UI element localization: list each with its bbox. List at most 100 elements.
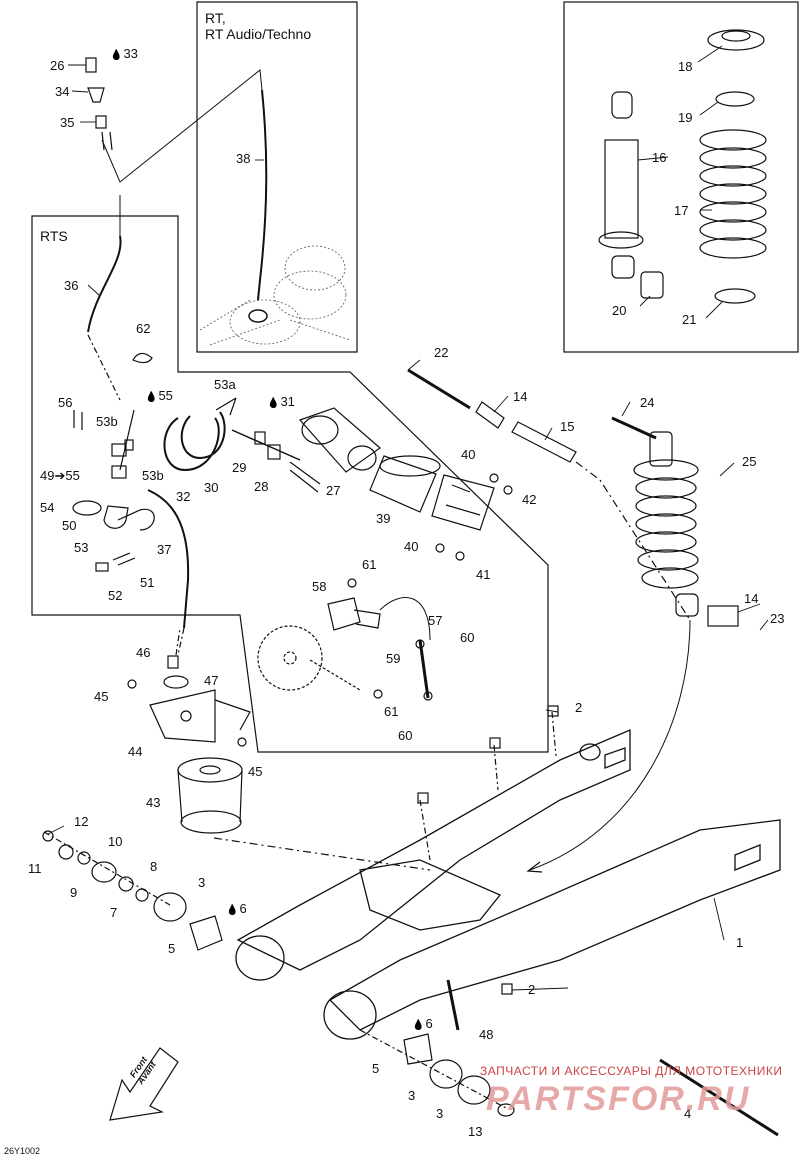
part-16: [604, 139, 639, 239]
part-55: [111, 465, 127, 479]
callout-number: 53b: [96, 414, 118, 429]
callout-number: 50: [62, 518, 77, 533]
part-2-b: [489, 737, 501, 749]
callout-number: 45: [248, 764, 263, 779]
callout-label: 14: [513, 390, 527, 403]
callout-label: 51: [140, 576, 154, 589]
callout-number: 14: [513, 389, 528, 404]
part-14-bottom: [707, 605, 739, 627]
drop-icon: 💧: [412, 1020, 425, 1031]
cable-36: [87, 235, 122, 333]
callout-label: 45: [248, 765, 262, 778]
callout-number: 12: [74, 814, 89, 829]
callout-label: 41: [476, 568, 490, 581]
callout-label: 5: [168, 942, 175, 955]
part-26: [85, 57, 97, 73]
callout-number: 61: [384, 704, 399, 719]
callout-number: 27: [326, 483, 341, 498]
part-27: [289, 407, 381, 493]
callout-number: 51: [140, 575, 155, 590]
part-57: [418, 639, 430, 699]
rt-background-drawing: [199, 245, 351, 346]
callout-number: 45: [94, 689, 109, 704]
arrow-line-shock: [529, 619, 691, 871]
callout-number: 17: [674, 203, 689, 218]
callout-number: 57: [428, 613, 443, 628]
leader-lines: [47, 45, 769, 991]
callout-label: 12: [74, 815, 88, 828]
part-53a: [215, 397, 237, 416]
sensor-wire: [379, 597, 431, 641]
callout-number: 6: [239, 901, 247, 916]
part-42-a: [489, 473, 499, 483]
callout-label: 21: [682, 313, 696, 326]
dash-line-43: [213, 837, 431, 871]
callout-label: 48: [479, 1028, 493, 1041]
callout-number: 40: [461, 447, 476, 462]
part-46: [167, 655, 179, 669]
callout-label: 60: [460, 631, 474, 644]
callout-label: 45: [94, 690, 108, 703]
part-28: [267, 444, 281, 460]
callout-label: 24: [640, 396, 654, 409]
callout-label: 7: [110, 906, 117, 919]
part-13: [497, 1103, 515, 1117]
callout-label: 2: [575, 701, 582, 714]
callout-label: 8: [150, 860, 157, 873]
watermark-tagline: ЗАПЧАСТИ И АКСЕССУАРЫ ДЛЯ МОТОТЕХНИКИ: [480, 1064, 783, 1078]
callout-number: 30: [204, 480, 219, 495]
callout-label: 💧6: [412, 1017, 433, 1032]
part-14-top: [475, 401, 505, 429]
callout-label: 19: [678, 111, 692, 124]
callout-number: 36: [64, 278, 79, 293]
callout-number: 60: [398, 728, 413, 743]
part-5-a: [189, 915, 223, 951]
callout-number: 37: [157, 542, 172, 557]
callout-number: 22: [434, 345, 449, 360]
dash-line-36: [87, 334, 121, 401]
figure-code: 26Y1002: [4, 1146, 41, 1156]
shock-top-eye: [611, 91, 633, 119]
callout-label: 3: [408, 1089, 415, 1102]
callout-number: 35: [60, 115, 75, 130]
callout-label: 3: [198, 876, 205, 889]
callout-label: 61: [362, 558, 376, 571]
callout-number: 38: [236, 151, 251, 166]
callout-label: 💧33: [110, 47, 138, 62]
callout-label: 💧6: [226, 902, 247, 917]
part-2-c: [547, 705, 559, 717]
part-47: [163, 675, 189, 689]
callout-label: 23: [770, 612, 784, 625]
rt-box-title: RT, RT Audio/Techno: [205, 10, 311, 42]
callout-number: 39: [376, 511, 391, 526]
callout-number: 53b: [142, 468, 164, 483]
part-3-c: [457, 1075, 491, 1105]
drop-icon: 💧: [267, 398, 280, 409]
callout-number: 1: [736, 935, 744, 950]
part-20: [640, 271, 664, 299]
callout-label: 32: [176, 490, 190, 503]
callout-number: 54: [40, 500, 55, 515]
part-54: [72, 500, 102, 516]
drop-icon: 💧: [110, 50, 123, 61]
part-52: [95, 562, 109, 572]
callout-label: 50: [62, 519, 76, 532]
callout-number: 9: [70, 885, 78, 900]
part-61-b: [373, 689, 383, 699]
callout-label: 53a: [214, 378, 236, 391]
drop-icon: 💧: [145, 392, 158, 403]
callout-label: 53b: [142, 469, 164, 482]
rt-box-title-line2: RT Audio/Techno: [205, 26, 312, 42]
callout-number: 19: [678, 110, 693, 125]
rt-box: [196, 1, 358, 353]
callout-number: 15: [560, 419, 575, 434]
callout-label: 49➔55: [40, 469, 80, 482]
callout-number: 20: [612, 303, 627, 318]
part-62: [132, 352, 153, 364]
part-40-nut: [435, 543, 445, 553]
callout-number: 62: [136, 321, 151, 336]
rt-box-title-line1: RT,: [205, 10, 226, 26]
callout-label: 9: [70, 886, 77, 899]
callout-number: 59: [386, 651, 401, 666]
callout-number: 2: [528, 982, 536, 997]
